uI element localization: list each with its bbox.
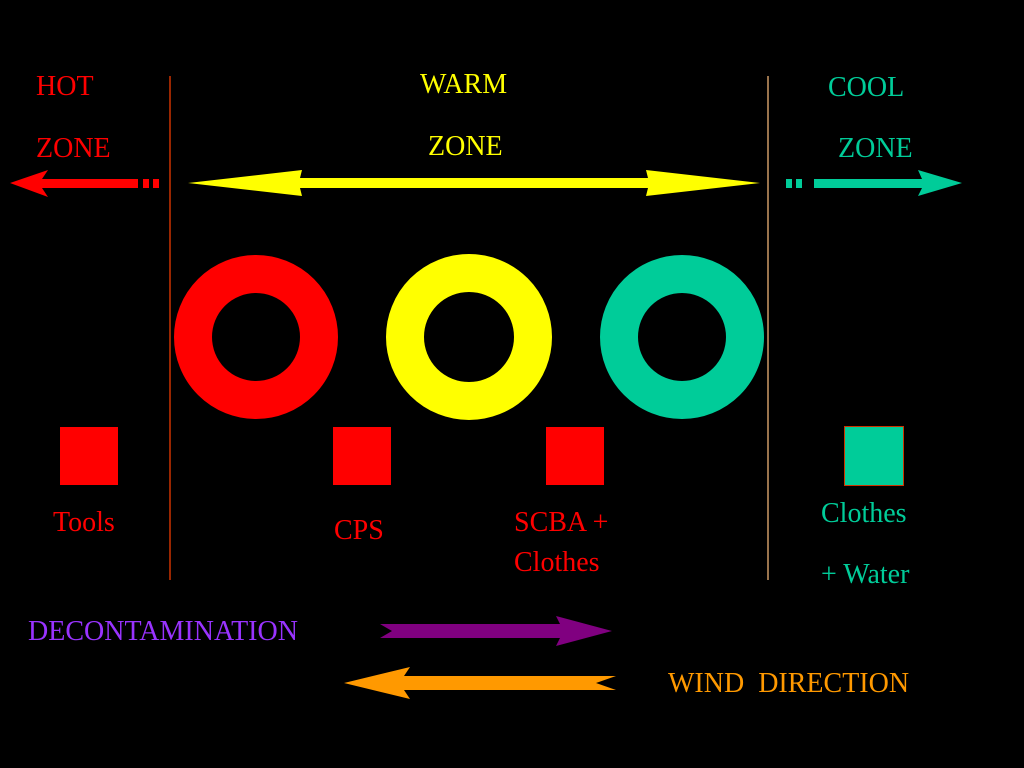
clothes-label-line2: + Water <box>821 559 910 590</box>
cps-label: CPS <box>334 515 384 546</box>
cool-zone-subtitle: ZONE <box>838 133 913 164</box>
hot-zone-title: HOT <box>36 71 94 102</box>
cool-zone-arrow <box>786 170 962 196</box>
clothes-label-line1: Clothes <box>821 498 907 529</box>
hot-zone-arrow <box>10 170 159 197</box>
scba-station-square <box>546 427 604 485</box>
cool-zone-title: COOL <box>828 72 905 103</box>
wind-direction-label: WIND DIRECTION <box>668 668 910 699</box>
scba-label-line1: SCBA + <box>514 507 609 538</box>
tools-label: Tools <box>53 507 115 538</box>
warm-zone-title: WARM <box>420 69 508 100</box>
cps-station-square <box>333 427 391 485</box>
hot-ring <box>174 255 338 419</box>
hot-zone-subtitle: ZONE <box>36 133 111 164</box>
warm-zone-double-arrow <box>188 170 760 196</box>
decontamination-label: DECONTAMINATION <box>28 616 298 647</box>
tools-station-square <box>60 427 118 485</box>
warm-zone-subtitle: ZONE <box>428 131 503 162</box>
warm-ring <box>386 254 552 420</box>
decontamination-arrow <box>380 616 612 646</box>
wind-direction-arrow <box>344 667 616 699</box>
cool-ring <box>600 255 764 419</box>
clothes-station-square <box>844 426 904 486</box>
scba-label-line2: Clothes <box>514 547 600 578</box>
